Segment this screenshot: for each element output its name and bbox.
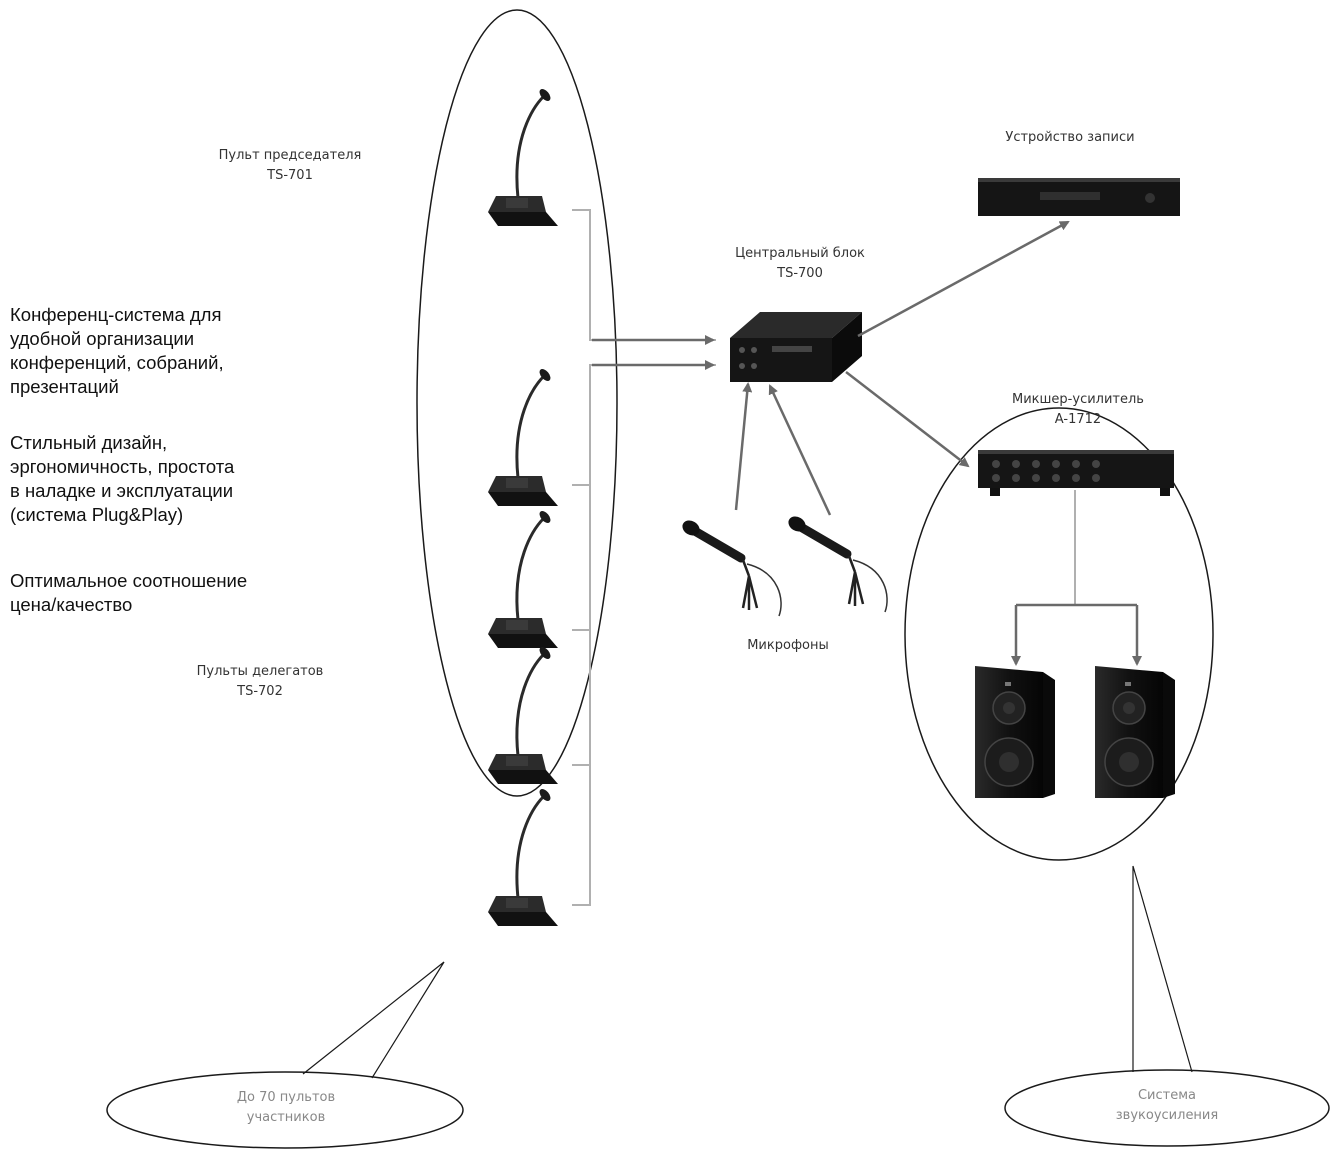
sound-callout-pointer (1132, 865, 1193, 1073)
mixer-amplifier-icon (978, 450, 1174, 496)
chairman-console-icon (486, 85, 560, 228)
units-callout-line2: участников (246, 1110, 326, 1125)
units-callout-line1: До 70 пультов (236, 1090, 336, 1105)
description-paragraph-1: Конференц-система для удобной организаци… (10, 303, 224, 399)
description-line: цена/качество (10, 594, 133, 615)
description-line: Оптимальное соотношение (10, 570, 248, 591)
delegates-label: Пульты делегатов TS-702 (160, 662, 360, 702)
sound-system-ellipse (904, 407, 1214, 861)
description-line: Стильный дизайн, (10, 432, 168, 453)
speaker-icon (974, 665, 1056, 799)
delegate-console-icon (486, 643, 560, 786)
units-callout-bubble (106, 1071, 464, 1149)
microphones-label: Микрофоны (688, 636, 888, 656)
central-unit-label: Центральный блок TS-700 (700, 244, 900, 284)
description-line: эргономичность, простота (10, 456, 235, 477)
description-line: (система Plug&Play) (10, 504, 184, 525)
sound-callout-line2: звукоусиления (1115, 1108, 1219, 1123)
microphones-label-line1: Микрофоны (747, 638, 829, 653)
units-callout-pointer (302, 961, 445, 1079)
description-paragraph-3: Оптимальное соотношение цена/качество (10, 569, 247, 617)
description-line: Конференц-система для (10, 304, 222, 325)
speaker-icon (1094, 665, 1176, 799)
recorder-label-line1: Устройство записи (1005, 130, 1135, 145)
delegate-console-icon (486, 785, 560, 928)
description-paragraph-2: Стильный дизайн, эргономичность, простот… (10, 431, 234, 527)
signal-arrows (734, 220, 1070, 516)
mixer-label: Микшер-усилитель A-1712 (978, 390, 1178, 430)
mixer-label-line2: A-1712 (1054, 412, 1102, 427)
recorder-label: Устройство записи (970, 128, 1170, 148)
sound-callout-line1: Система (1137, 1088, 1197, 1103)
recorder-icon (978, 178, 1180, 216)
description-line: конференций, собраний, (10, 352, 224, 373)
chairman-label: Пульт председателя TS-701 (190, 146, 390, 186)
console-bus-arrows (592, 335, 715, 370)
console-bus-lines (572, 209, 716, 906)
delegates-label-line1: Пульты делегатов (196, 664, 324, 679)
units-callout-text: До 70 пультов участников (186, 1088, 386, 1128)
speaker-wiring (1011, 490, 1142, 666)
description-line: в наладке и эксплуатации (10, 480, 234, 501)
sound-callout-bubble (1004, 1069, 1330, 1147)
delegates-group-ellipse (416, 9, 618, 797)
central-unit-icon (730, 312, 862, 382)
description-line: презентаций (10, 376, 119, 397)
handheld-microphone-icon (786, 513, 887, 612)
chairman-label-line1: Пульт председателя (218, 148, 362, 163)
mixer-label-line1: Микшер-усилитель (1012, 392, 1144, 407)
delegates-label-line2: TS-702 (237, 684, 283, 699)
chairman-label-line2: TS-701 (267, 168, 313, 183)
delegate-console-icon (486, 507, 560, 650)
description-line: удобной организации (10, 328, 195, 349)
sound-callout-text: Система звукоусиления (1067, 1086, 1267, 1126)
central-unit-label-line2: TS-700 (777, 266, 823, 281)
central-unit-label-line1: Центральный блок (735, 246, 865, 261)
handheld-microphone-icon (680, 517, 781, 616)
delegate-console-icon (486, 365, 560, 508)
